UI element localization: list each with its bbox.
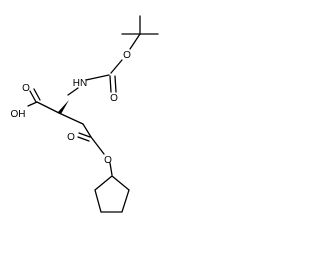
cyclopentyl-ring	[94, 175, 130, 213]
bond-nh-to-alpha	[67, 87, 79, 96]
bond-carbamate-c-double-o-2	[114, 75, 117, 93]
atom-labels: HN O O O OH O O	[11, 50, 132, 166]
bond-ch2-to-ester-c	[82, 123, 92, 138]
bond-ester-o-to-ring	[109, 162, 113, 176]
bond-acid-c-double-o-2	[33, 88, 41, 101]
bond-tbu-to-o	[129, 33, 141, 50]
stereo-wedge-bond	[58, 100, 69, 114]
bond-alpha-to-ch2	[58, 112, 84, 125]
atom-label-carbamate-o-double: O	[110, 93, 118, 104]
atom-label-carbamate-o-single: O	[123, 50, 131, 61]
bond-ester-c-o	[90, 136, 105, 155]
bond-o-carbamate-c	[110, 59, 123, 74]
chemical-structure: HN O O O OH O O	[11, 15, 159, 213]
alpha-carbon-group	[36, 87, 84, 125]
bond-acid-c-double-o-1	[29, 90, 37, 103]
ester-group	[77, 123, 113, 176]
atom-label-nh: HN	[73, 78, 87, 89]
atom-label-ester-o-double: O	[67, 132, 75, 143]
bond-acid-c-oh	[27, 101, 38, 107]
atom-label-acid-oh: OH	[11, 109, 26, 120]
bond-ester-c-double-o-2	[77, 136, 90, 142]
bond-carbamate-c-nh	[85, 74, 110, 81]
atom-label-acid-o-double: O	[22, 83, 30, 94]
bond-alpha-to-acid-c	[36, 101, 60, 114]
atom-label-ester-o-single: O	[104, 155, 112, 166]
carboxylic-acid-group	[27, 88, 41, 107]
bond-carbamate-c-double-o-1	[109, 75, 112, 93]
bond-ester-c-double-o-1	[78, 132, 91, 138]
tert-butyl-group	[121, 15, 159, 50]
cyclopentane-ring	[94, 175, 130, 213]
carbamate-group	[85, 59, 123, 93]
